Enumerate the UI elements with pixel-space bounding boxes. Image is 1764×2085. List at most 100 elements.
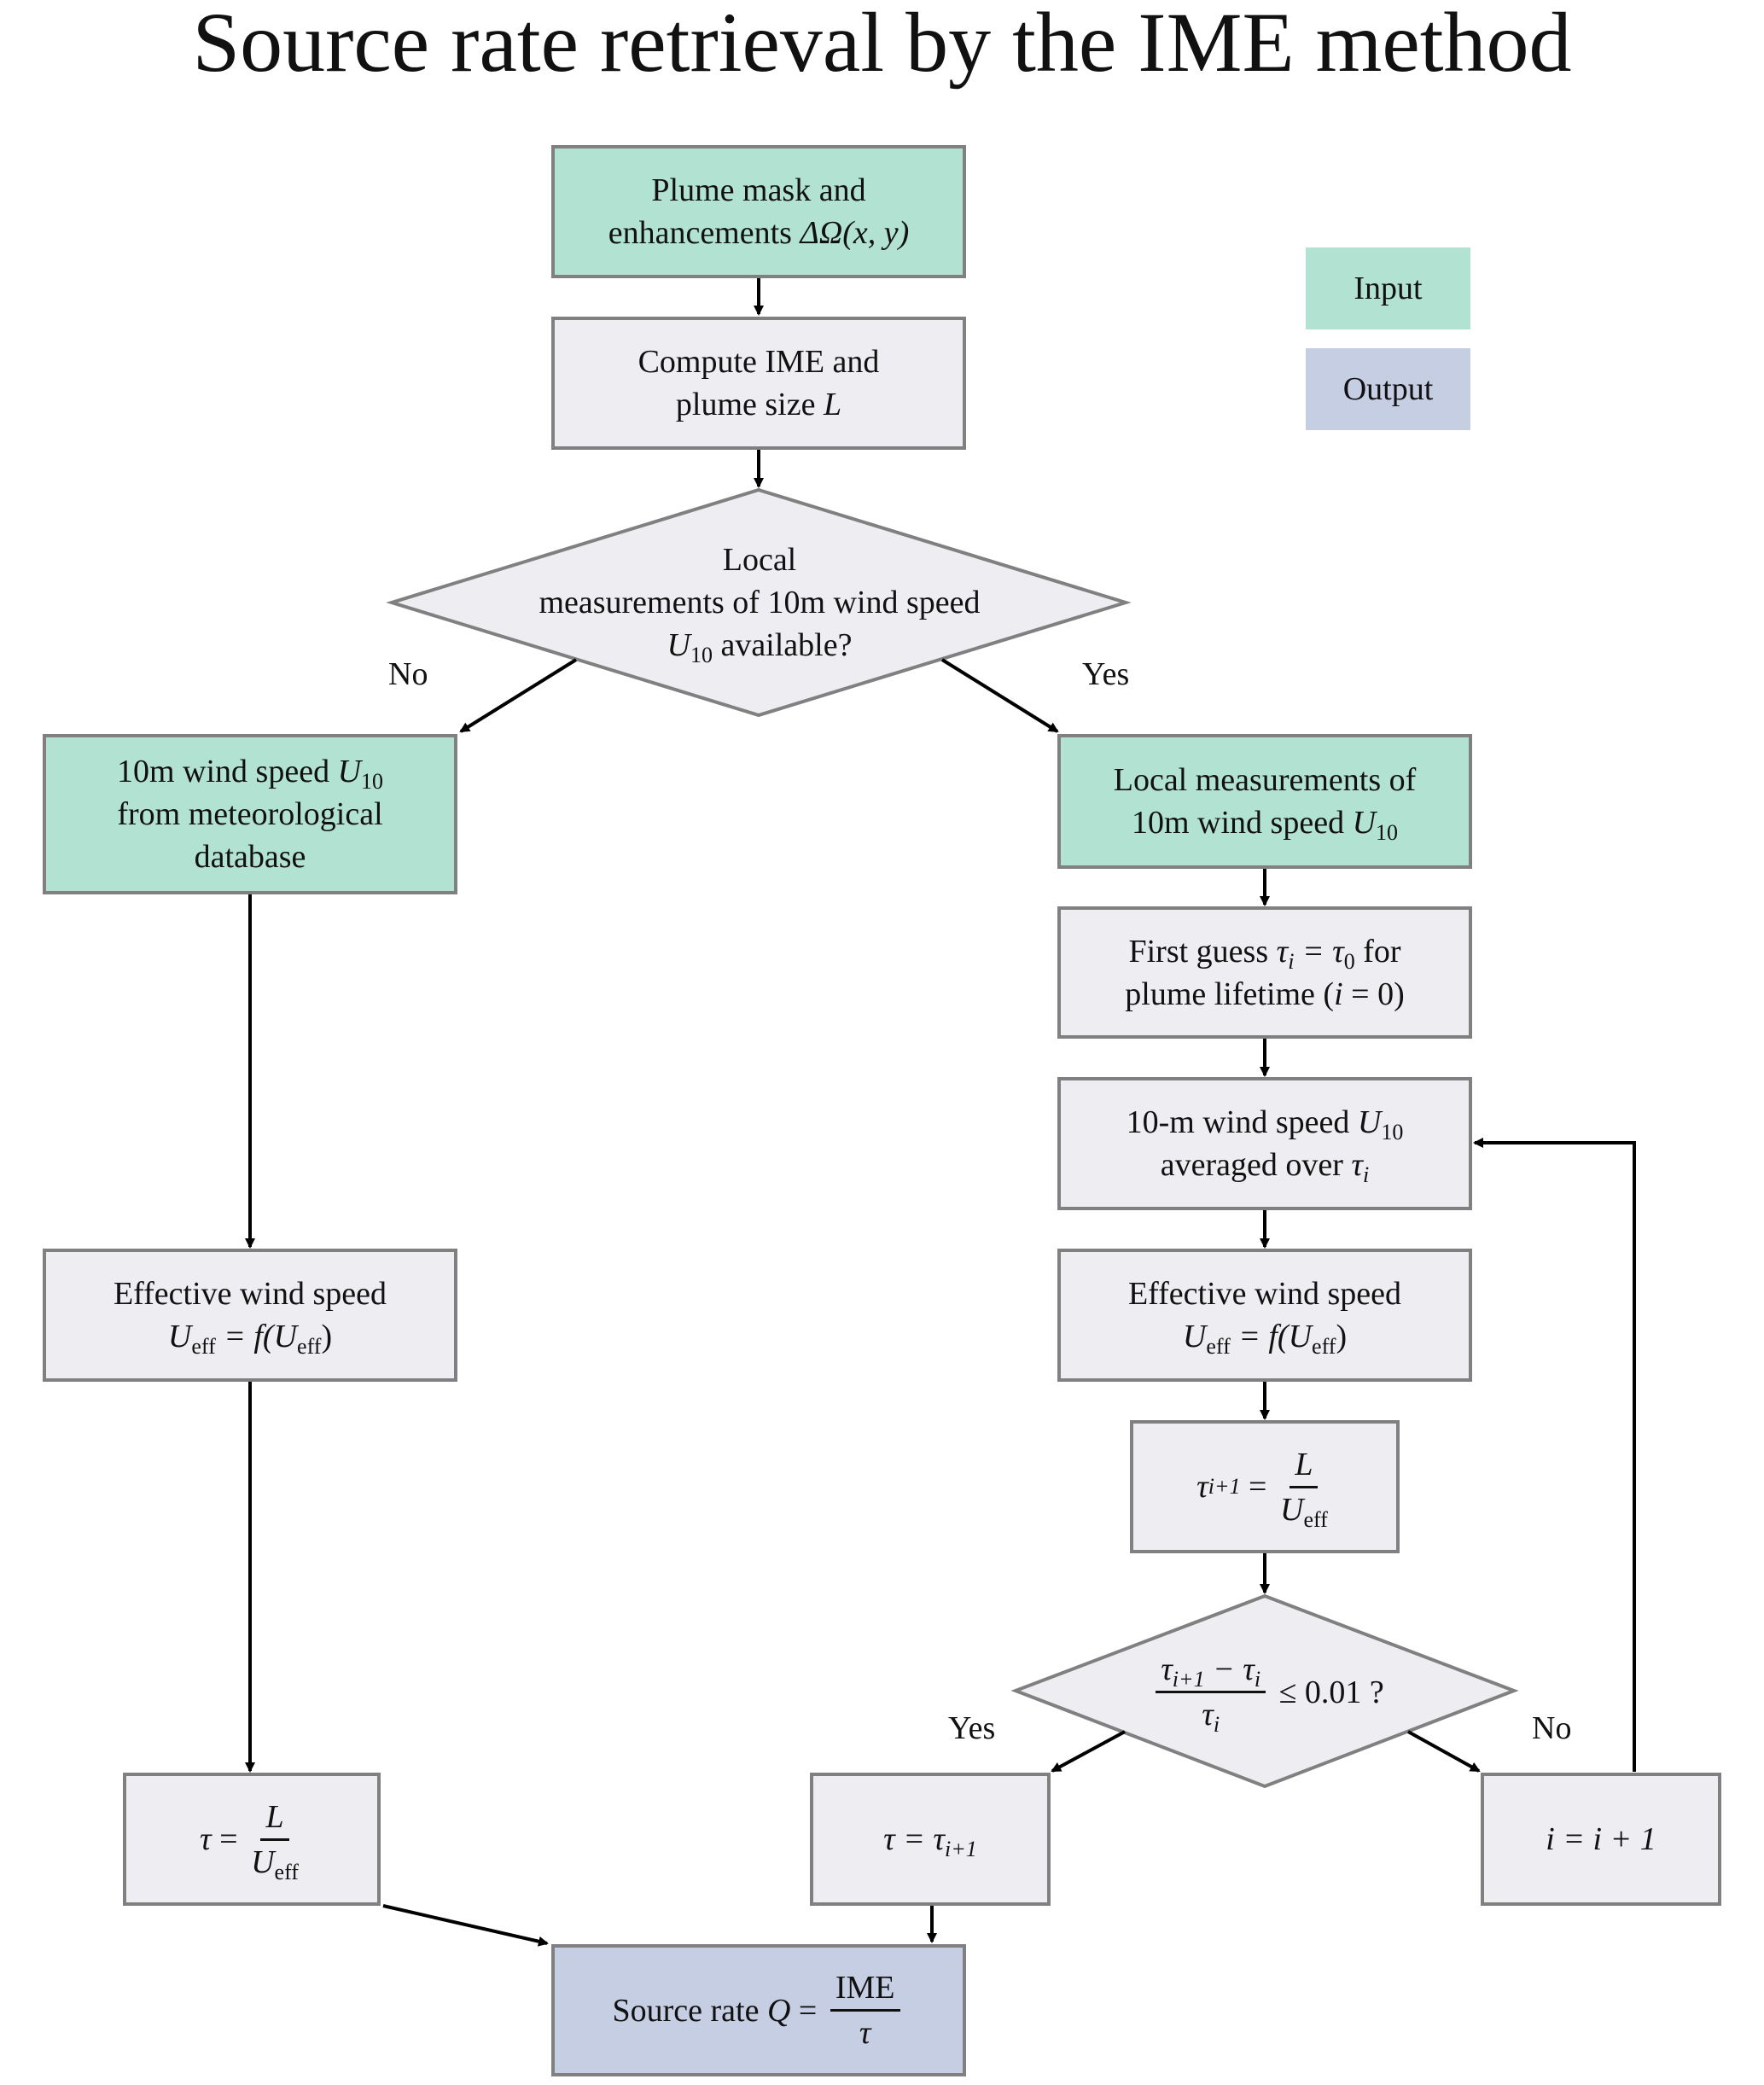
node-effective-wind-left: Effective wind speed Ueff = f(Ueff) <box>43 1249 457 1382</box>
legend-input: Input <box>1306 248 1470 329</box>
eff-right-mid: = f( <box>1230 1319 1289 1354</box>
convergence-num-sub: i+1 <box>1172 1667 1205 1692</box>
avg-wind-line1: 10-m wind speed <box>1126 1104 1358 1140</box>
decision-local-var-sub: 10 <box>690 643 713 667</box>
convergence-rest: ≤ 0.01 ? <box>1271 1674 1384 1710</box>
node-tau-final: τ = τi+1 <box>810 1773 1051 1906</box>
tau-left-num: L <box>260 1797 289 1841</box>
edge-label-yes-right: Yes <box>1082 656 1130 692</box>
plume-mask-line1: Plume mask and <box>651 172 866 208</box>
node-local-measurements: Local measurements of 10m wind speed U10 <box>1057 734 1472 869</box>
first-guess-line2-rest: = 0) <box>1342 976 1405 1012</box>
first-guess-tau: τ <box>1276 933 1289 970</box>
edge-label-no-lower: No <box>1532 1710 1572 1746</box>
node-source-rate: Source rate Q = IME τ <box>551 1944 966 2076</box>
arrow-tauleft-to-source <box>382 1904 549 1947</box>
source-rate-den: τ <box>859 2015 871 2051</box>
arrow-convergence-to-taufinal <box>1051 1730 1126 1773</box>
decision-local-text: Local measurements of 10m wind speed U10… <box>444 529 1075 676</box>
tau-left-den: U <box>251 1843 275 1880</box>
local-meas-line1: Local measurements of <box>1113 762 1417 798</box>
first-guess-tau-sub: i <box>1288 948 1295 974</box>
eff-right-lhs-sub: eff <box>1206 1334 1231 1359</box>
tau-next-num: L <box>1290 1445 1319 1488</box>
source-rate-fraction: IME τ <box>830 1968 900 2053</box>
tau-final-eq: = τ <box>894 1821 946 1857</box>
legend-output: Output <box>1306 348 1470 430</box>
first-guess-i: i <box>1334 976 1343 1012</box>
avg-wind-tau-sub: i <box>1363 1162 1370 1187</box>
tau-left-den-sub: eff <box>274 1859 299 1884</box>
compute-ime-line2: plume size <box>675 387 824 422</box>
node-met-database: 10m wind speed U10 from meteorological d… <box>43 734 457 894</box>
convergence-num-rest: − τ <box>1204 1651 1255 1687</box>
tau-next-den: U <box>1279 1491 1304 1528</box>
node-compute-ime: Compute IME and plume size L <box>551 317 966 450</box>
met-db-line1: 10m wind speed <box>116 754 338 789</box>
local-meas-var-sub: 10 <box>1376 820 1399 845</box>
compute-ime-math: L <box>823 387 842 422</box>
edge-label-no-left: No <box>388 656 428 692</box>
first-guess-line1: First guess <box>1128 933 1277 970</box>
node-first-guess: First guess τi = τ0 for plume lifetime (… <box>1057 906 1472 1039</box>
avg-wind-tau: τ <box>1351 1147 1363 1183</box>
first-guess-line1-rest: for <box>1354 933 1401 970</box>
arrow-decision-to-local <box>940 658 1059 733</box>
arrow-convergence-to-increment <box>1407 1730 1481 1773</box>
tau-next-lhs-sub: i+1 <box>1208 1474 1241 1499</box>
compute-ime-line1: Compute IME and <box>637 344 880 380</box>
avg-wind-var: U <box>1357 1104 1382 1140</box>
tau-next-den-sub: eff <box>1303 1506 1328 1532</box>
convergence-num: τ <box>1161 1651 1173 1687</box>
eff-right-rhs: U <box>1288 1319 1313 1354</box>
eff-left-lhs-sub: eff <box>191 1334 216 1359</box>
edge-label-yes-lower: Yes <box>948 1710 996 1746</box>
legend-input-label: Input <box>1354 271 1423 306</box>
met-db-var: U <box>337 754 362 789</box>
node-plume-mask: Plume mask and enhancements ΔΩ(x, y) <box>551 145 966 278</box>
convergence-fraction: τi+1 − τi τi <box>1156 1650 1266 1736</box>
decision-local-line1: Local <box>722 542 797 578</box>
avg-wind-line2: averaged over <box>1160 1147 1352 1183</box>
legend-output-label: Output <box>1342 371 1434 407</box>
diagram-title: Source rate retrieval by the IME method <box>192 0 1572 90</box>
plume-mask-line2: enhancements <box>608 215 800 251</box>
tau-final-sub: i+1 <box>945 1837 977 1861</box>
met-db-var-sub: 10 <box>361 769 384 794</box>
met-db-line2: from meteorological <box>117 796 383 832</box>
avg-wind-var-sub: 10 <box>1381 1120 1404 1144</box>
eff-left-lhs: U <box>167 1319 192 1354</box>
node-averaged-wind: 10-m wind speed U10 averaged over τi <box>1057 1077 1472 1210</box>
eff-right-end: ) <box>1336 1319 1348 1354</box>
convergence-text: τi+1 − τi τi ≤ 0.01 ? <box>1075 1634 1459 1750</box>
tau-final-lhs: τ <box>883 1821 895 1857</box>
eff-right-lhs: U <box>1182 1319 1207 1354</box>
first-guess-line2: plume lifetime ( <box>1125 976 1335 1012</box>
tau-next-lhs: τ <box>1196 1469 1208 1505</box>
eff-right-line1: Effective wind speed <box>1127 1276 1402 1312</box>
tau-left-eq: = <box>211 1821 247 1857</box>
first-guess-tau0-sub: 0 <box>1343 948 1355 974</box>
arrow-increment-loop <box>1473 1138 1636 1772</box>
decision-local-line2: measurements of 10m wind speed <box>539 585 981 620</box>
plume-mask-math: ΔΩ(x, y) <box>800 215 910 251</box>
local-meas-line2: 10m wind speed <box>1131 805 1353 841</box>
tau-next-eq: = <box>1240 1469 1275 1505</box>
source-rate-num: IME <box>830 1968 900 2012</box>
source-rate-var: Q <box>766 1992 791 2029</box>
convergence-den: τ <box>1202 1697 1214 1733</box>
eff-left-rhs: U <box>273 1319 298 1354</box>
source-rate-label: Source rate <box>612 1992 767 2029</box>
source-rate-eq: = <box>790 1992 825 2029</box>
node-effective-wind-right: Effective wind speed Ueff = f(Ueff) <box>1057 1249 1472 1382</box>
arrow-decision-to-metdb <box>459 658 578 733</box>
eff-left-end: ) <box>321 1319 333 1354</box>
met-db-line3: database <box>194 839 306 875</box>
eff-left-rhs-sub: eff <box>297 1334 322 1359</box>
decision-local-line3: available? <box>712 627 853 663</box>
eff-left-line1: Effective wind speed <box>113 1276 387 1312</box>
local-meas-var: U <box>1352 805 1377 841</box>
eff-right-rhs-sub: eff <box>1312 1334 1336 1359</box>
tau-left-lhs: τ <box>200 1821 212 1857</box>
